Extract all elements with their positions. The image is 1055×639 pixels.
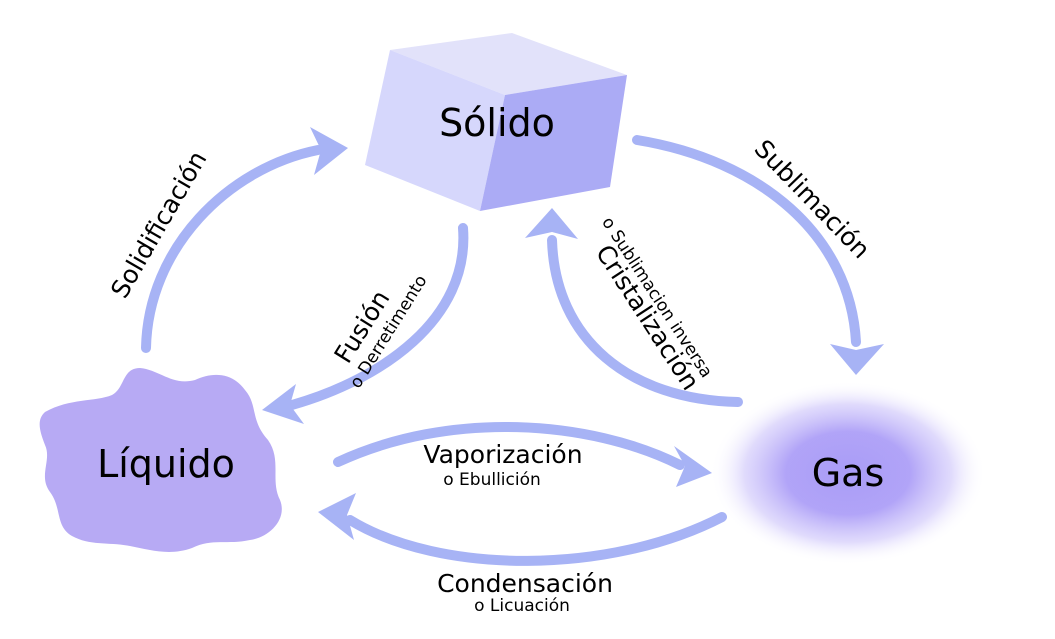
condensation-arrow [318,493,727,566]
sublimation-label: Sublimación [749,134,876,264]
sublimation-arrow [632,135,884,375]
cube-left-face [365,50,505,211]
crystallization-label: Cristalización [590,239,705,395]
crystallization-label-group: Cristalización o Sublimacion inversa [590,213,716,395]
cube-right-face [480,75,627,211]
cube-top-face [390,33,627,95]
condensation-label: Condensación [437,569,613,598]
solidification-arrow [141,127,348,353]
gas-label: Gas [812,451,885,495]
fusion-arrow [262,223,469,424]
condensation-sublabel: o Licuación [474,596,570,616]
liquid-blob [39,368,282,552]
solid-label: Sólido [439,101,555,145]
vaporization-sublabel: o Ebullición [443,470,541,490]
liquid-label: Líquido [97,442,235,486]
solid-cube [365,33,627,211]
vaporization-arrow [333,422,712,487]
gas-cloud [710,381,986,565]
crystallization-arrow [525,208,743,407]
vaporization-label: Vaporización [423,440,582,469]
